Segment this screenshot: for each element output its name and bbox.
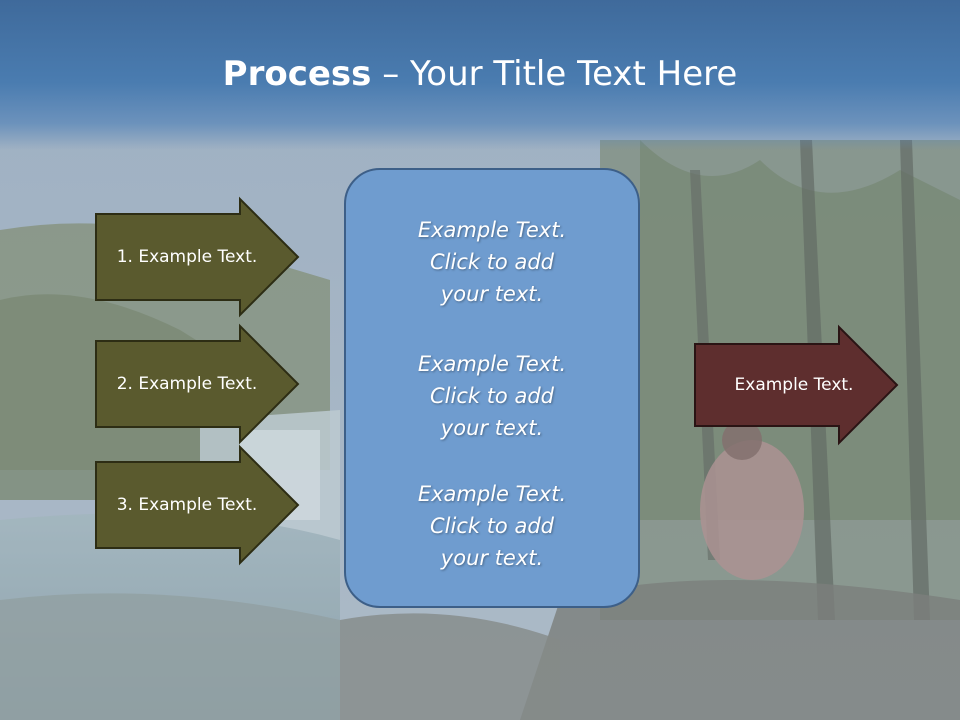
title-bar [0,0,960,150]
block-3-line-3: your text. [440,546,544,570]
right-arrow-shape-icon [95,323,300,445]
block-3-line-2: Click to add [429,514,554,538]
arrow-step-2[interactable]: 2. Example Text. [95,323,300,445]
right-arrow-shape-icon [95,196,300,318]
block-1-line-1: Example Text. [417,218,567,242]
block-1-line-2: Click to add [429,250,554,274]
block-1-line-3: your text. [440,282,544,306]
arrow-step-1[interactable]: 1. Example Text. [95,196,300,318]
right-arrow-shape-icon [95,444,300,566]
arrow-result[interactable]: Example Text. [694,324,899,446]
title-bold: Process [222,54,372,94]
arrow-step-2-label: 2. Example Text. [116,374,258,394]
right-arrow-shape-icon [694,324,899,446]
title-rest: Your Title Text Here [410,54,738,94]
arrow-step-3-label: 3. Example Text. [116,495,258,515]
block-2-line-3: your text. [440,416,544,440]
arrow-result-label: Example Text. [734,375,854,395]
block-2-line-1: Example Text. [417,352,567,376]
center-text-block-3[interactable]: Example Text. Click to add your text. [346,478,638,574]
arrow-step-3[interactable]: 3. Example Text. [95,444,300,566]
block-2-line-2: Click to add [429,384,554,408]
arrow-step-1-label: 1. Example Text. [116,247,258,267]
slide-title: Process – Your Title Text Here [0,52,960,96]
center-text-box[interactable]: Example Text. Click to add your text. Ex… [344,168,640,608]
block-3-line-1: Example Text. [417,482,567,506]
center-text-block-1[interactable]: Example Text. Click to add your text. [346,214,638,310]
title-separator: – [371,54,411,94]
center-text-block-2[interactable]: Example Text. Click to add your text. [346,348,638,444]
